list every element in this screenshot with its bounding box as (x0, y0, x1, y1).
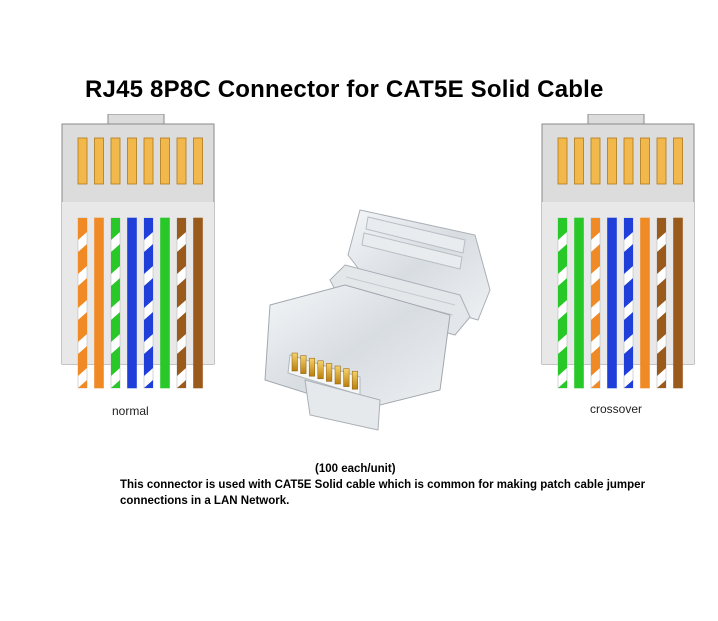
description-text: This connector is used with CAT5E Solid … (120, 479, 646, 507)
description-caption: (100 each/unit) This connector is used w… (120, 461, 700, 509)
wire-stripe (591, 218, 600, 388)
pin-contact (640, 137, 650, 185)
wire-stripe (78, 218, 87, 388)
pin-contact (623, 137, 634, 185)
pin-contact (590, 137, 601, 185)
plug-latch-tab (107, 114, 165, 125)
wire-stripe (657, 218, 666, 388)
gold-contact-pin (343, 368, 350, 387)
pin-contact (94, 137, 104, 185)
plug-wire-channel (542, 202, 694, 364)
wire (127, 217, 137, 389)
pin-contact (143, 137, 154, 185)
pin-contact (574, 137, 584, 185)
wire-stripe (111, 218, 120, 388)
gold-contact-pin (308, 357, 315, 377)
pin-contact (77, 137, 88, 185)
plug-latch-tab (587, 114, 645, 125)
gold-contact-pin (351, 370, 358, 390)
pin-contact (607, 137, 617, 185)
connector-bottom-tab (304, 379, 381, 431)
gold-contact-pin (300, 355, 307, 374)
normal-wiring-diagram (61, 114, 215, 389)
pin-contact (673, 137, 683, 185)
wire-stripe (177, 218, 186, 388)
pin-contact (127, 137, 137, 185)
wire-stripe (144, 218, 153, 388)
crossover-label: crossover (590, 402, 643, 416)
wire (640, 217, 650, 389)
rj45-connector-illustration (264, 209, 491, 431)
normal-label: normal (112, 404, 149, 418)
wire (607, 217, 617, 389)
wire (94, 217, 104, 389)
gold-contacts (291, 352, 358, 390)
pin-contact (557, 137, 568, 185)
wire-stripe (558, 218, 567, 388)
pin-contact (160, 137, 170, 185)
quantity-text: (100 each/unit) (315, 463, 396, 475)
gold-contact-pin (334, 365, 341, 385)
wire-stripe (624, 218, 633, 388)
connector-top-ridges (361, 216, 466, 270)
pin-contact (656, 137, 667, 185)
wire (574, 217, 584, 389)
gold-contact-pin (291, 352, 298, 372)
pin-contact (176, 137, 187, 185)
crossover-wiring-diagram (541, 114, 695, 389)
figure-title: RJ45 8P8C Connector for CAT5E Solid Cabl… (85, 76, 604, 103)
pin-contact (110, 137, 121, 185)
gold-contact-pin (317, 360, 324, 380)
wire (193, 217, 203, 389)
wire (160, 217, 170, 389)
wire (673, 217, 683, 389)
gold-contact-pin (326, 363, 333, 382)
pin-contact (193, 137, 203, 185)
plug-wire-channel (62, 202, 214, 364)
